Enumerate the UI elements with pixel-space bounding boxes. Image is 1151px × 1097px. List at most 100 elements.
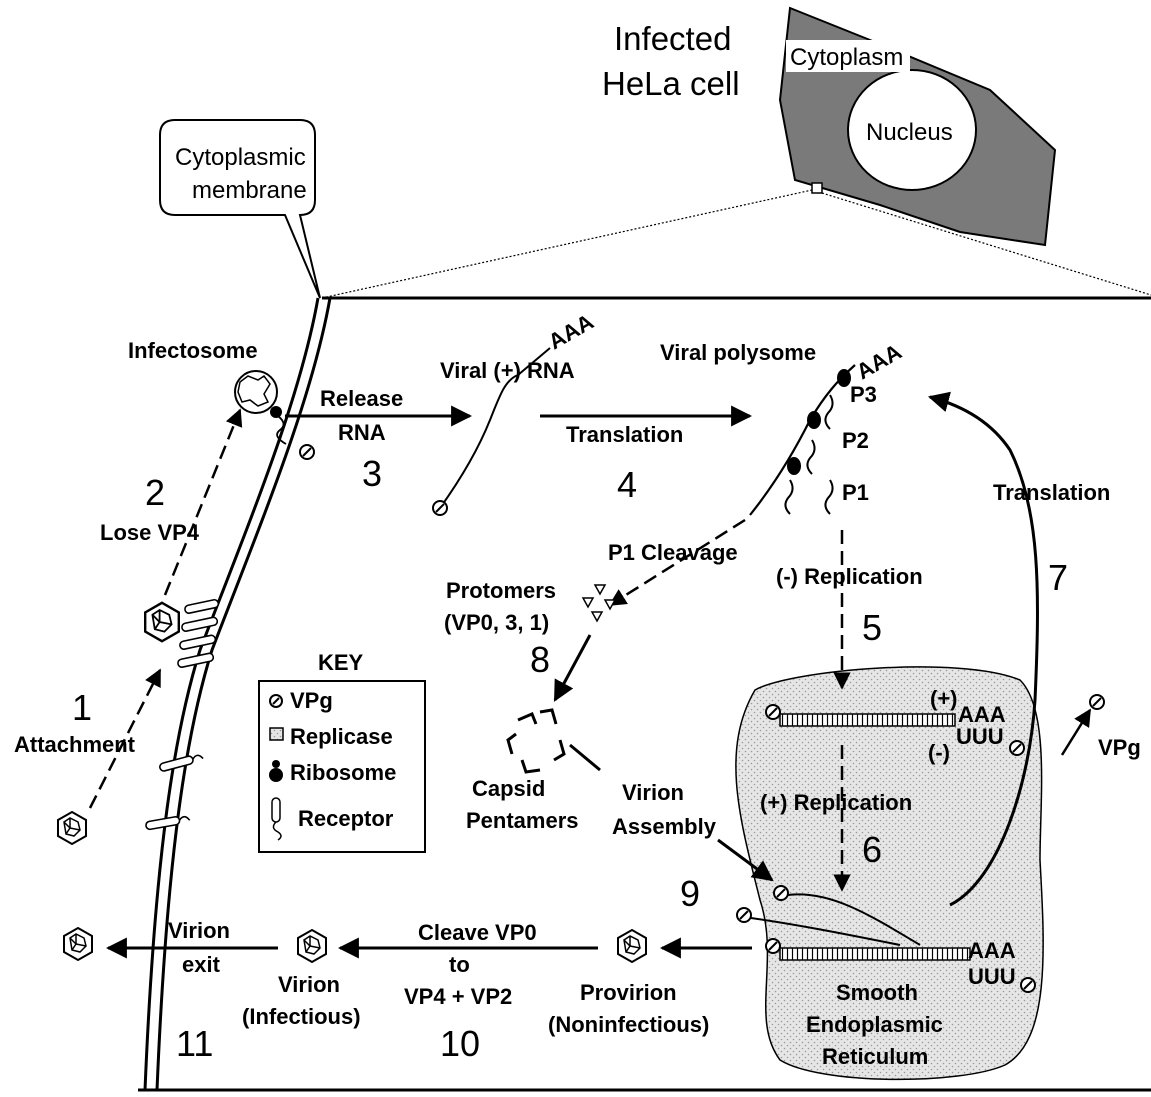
aaa-label-ri: AAA: [968, 938, 1016, 963]
pos-replication-label: (+) Replication: [760, 790, 912, 815]
attachment-label: Attachment: [14, 732, 136, 757]
cleave-label-3: VP4 + VP2: [404, 984, 512, 1009]
step-3: 3: [362, 453, 382, 494]
replicative-form-duplex: [765, 704, 1025, 756]
key-title: KEY: [318, 650, 364, 675]
key-item-vpg: VPg: [290, 688, 333, 713]
step-7: 7: [1048, 557, 1068, 598]
virion-exit-label-2: exit: [182, 952, 221, 977]
translation-loop-arrow: [927, 391, 1039, 907]
assembly-arrow: [717, 838, 774, 882]
lose-vp4-arrow: [163, 408, 243, 596]
virion-infectious-label: Virion: [278, 972, 340, 997]
capsid-pentamer-icon: [506, 708, 566, 774]
aaa-label-polysome: AAA: [852, 339, 906, 385]
ribosome-icon: [269, 760, 283, 782]
plus-strand-label: (+): [930, 686, 958, 711]
aaa-label-rna: AAA: [544, 309, 598, 355]
uuu-label-rf: UUU: [956, 724, 1004, 749]
p1-cleavage-arrow: [608, 518, 746, 607]
cytoplasm-label-bg: [786, 40, 910, 72]
infectious-label: (Infectious): [242, 1004, 361, 1029]
viral-rna-strand: [432, 347, 551, 516]
assembly-label: Assembly: [612, 814, 717, 839]
p2-label: P2: [842, 428, 869, 453]
translation-label: Translation: [566, 422, 683, 447]
infectosome-icon: [234, 370, 315, 460]
membrane-callout: Cytoplasmic membrane: [159, 119, 321, 299]
ser-label-2: Endoplasmic: [806, 1012, 943, 1037]
minus-strand-label: (-): [928, 740, 950, 765]
pentamer-arrow: [553, 634, 592, 702]
smooth-er: [735, 666, 1044, 1081]
step-9: 9: [680, 873, 700, 914]
provirion-icon: [617, 929, 647, 963]
key-box: KEY VPg Replicase Ribosome Receptor: [258, 650, 426, 853]
replicative-intermediate: [736, 885, 1036, 993]
receptor-icon: [271, 797, 282, 841]
key-item-receptor: Receptor: [298, 806, 394, 831]
cleave-label-1: Cleave VP0: [418, 920, 537, 945]
virion-exit-label-1: Virion: [168, 918, 230, 943]
step-1: 1: [72, 687, 92, 728]
plasma-membrane-inner: [155, 297, 332, 1091]
vpg-release-arrow: [1060, 708, 1092, 756]
step-4: 4: [617, 464, 637, 505]
viral-rna-label: Viral (+) RNA: [440, 358, 575, 383]
hela-cell: Cytoplasm Nucleus: [778, 6, 1057, 247]
polysome-strand: [749, 364, 856, 516]
plasma-membrane-outer: [143, 297, 320, 1091]
step-6: 6: [862, 829, 882, 870]
p1-cleavage-label: P1 Cleavage: [608, 540, 738, 565]
zoom-line-left: [321, 189, 813, 299]
p1-label: P1: [842, 480, 869, 505]
rna-label: RNA: [338, 420, 386, 445]
replicase-icon: [269, 727, 284, 741]
nucleus-label: Nucleus: [866, 119, 953, 146]
lose-vp4-label: Lose VP4: [100, 520, 200, 545]
cytoplasm-label: Cytoplasm: [790, 44, 903, 71]
infectosome-label: Infectosome: [128, 338, 258, 363]
assembly-connector: [569, 743, 601, 772]
aaa-label-rf: AAA: [958, 702, 1006, 727]
receptor-group: [145, 754, 204, 831]
cleave-label-2: to: [449, 952, 470, 977]
translation-right-label: Translation: [993, 480, 1110, 505]
virus-bound-receptors: [143, 598, 220, 668]
step-8: 8: [530, 639, 550, 680]
viral-polysome-label: Viral polysome: [660, 340, 816, 365]
title-line2: HeLa cell: [602, 65, 740, 102]
zoom-region: [811, 182, 823, 194]
title-line1: Infected: [614, 20, 731, 57]
ser-label-1: Smooth: [836, 980, 918, 1005]
protomers-label: Protomers: [446, 578, 556, 603]
protomers-sub-label: (VP0, 3, 1): [444, 610, 549, 635]
provirion-label: Provirion: [580, 980, 677, 1005]
callout-line1: Cytoplasmic: [175, 144, 306, 171]
zoom-frame: [138, 296, 1151, 1092]
ser-label-3: Reticulum: [822, 1044, 928, 1069]
p3-label: P3: [850, 382, 877, 407]
virus-free-icon: [57, 811, 87, 845]
vpg-icon: [269, 694, 283, 708]
callout-line2: membrane: [192, 177, 307, 204]
nucleus-shape: [847, 69, 977, 191]
zoom-line-right: [821, 192, 1151, 296]
key-item-replicase: Replicase: [290, 724, 393, 749]
step-2: 2: [145, 472, 165, 513]
uuu-label-ri: UUU: [968, 964, 1016, 989]
step-5: 5: [862, 607, 882, 648]
pentamers-label: Pentamers: [466, 808, 579, 833]
exited-virion-icon: [63, 927, 93, 961]
step-11: 11: [176, 1023, 213, 1064]
release-label: Release: [320, 386, 403, 411]
vpg-free-icon: [1089, 694, 1105, 710]
key-item-ribosome: Ribosome: [290, 760, 396, 785]
vpg-label: VPg: [1098, 735, 1141, 760]
virion-icon: [297, 929, 327, 963]
virion-label: Virion: [622, 780, 684, 805]
protomers-icon: [581, 584, 617, 623]
neg-replication-label: (-) Replication: [776, 564, 923, 589]
attachment-arrow: [88, 668, 162, 809]
